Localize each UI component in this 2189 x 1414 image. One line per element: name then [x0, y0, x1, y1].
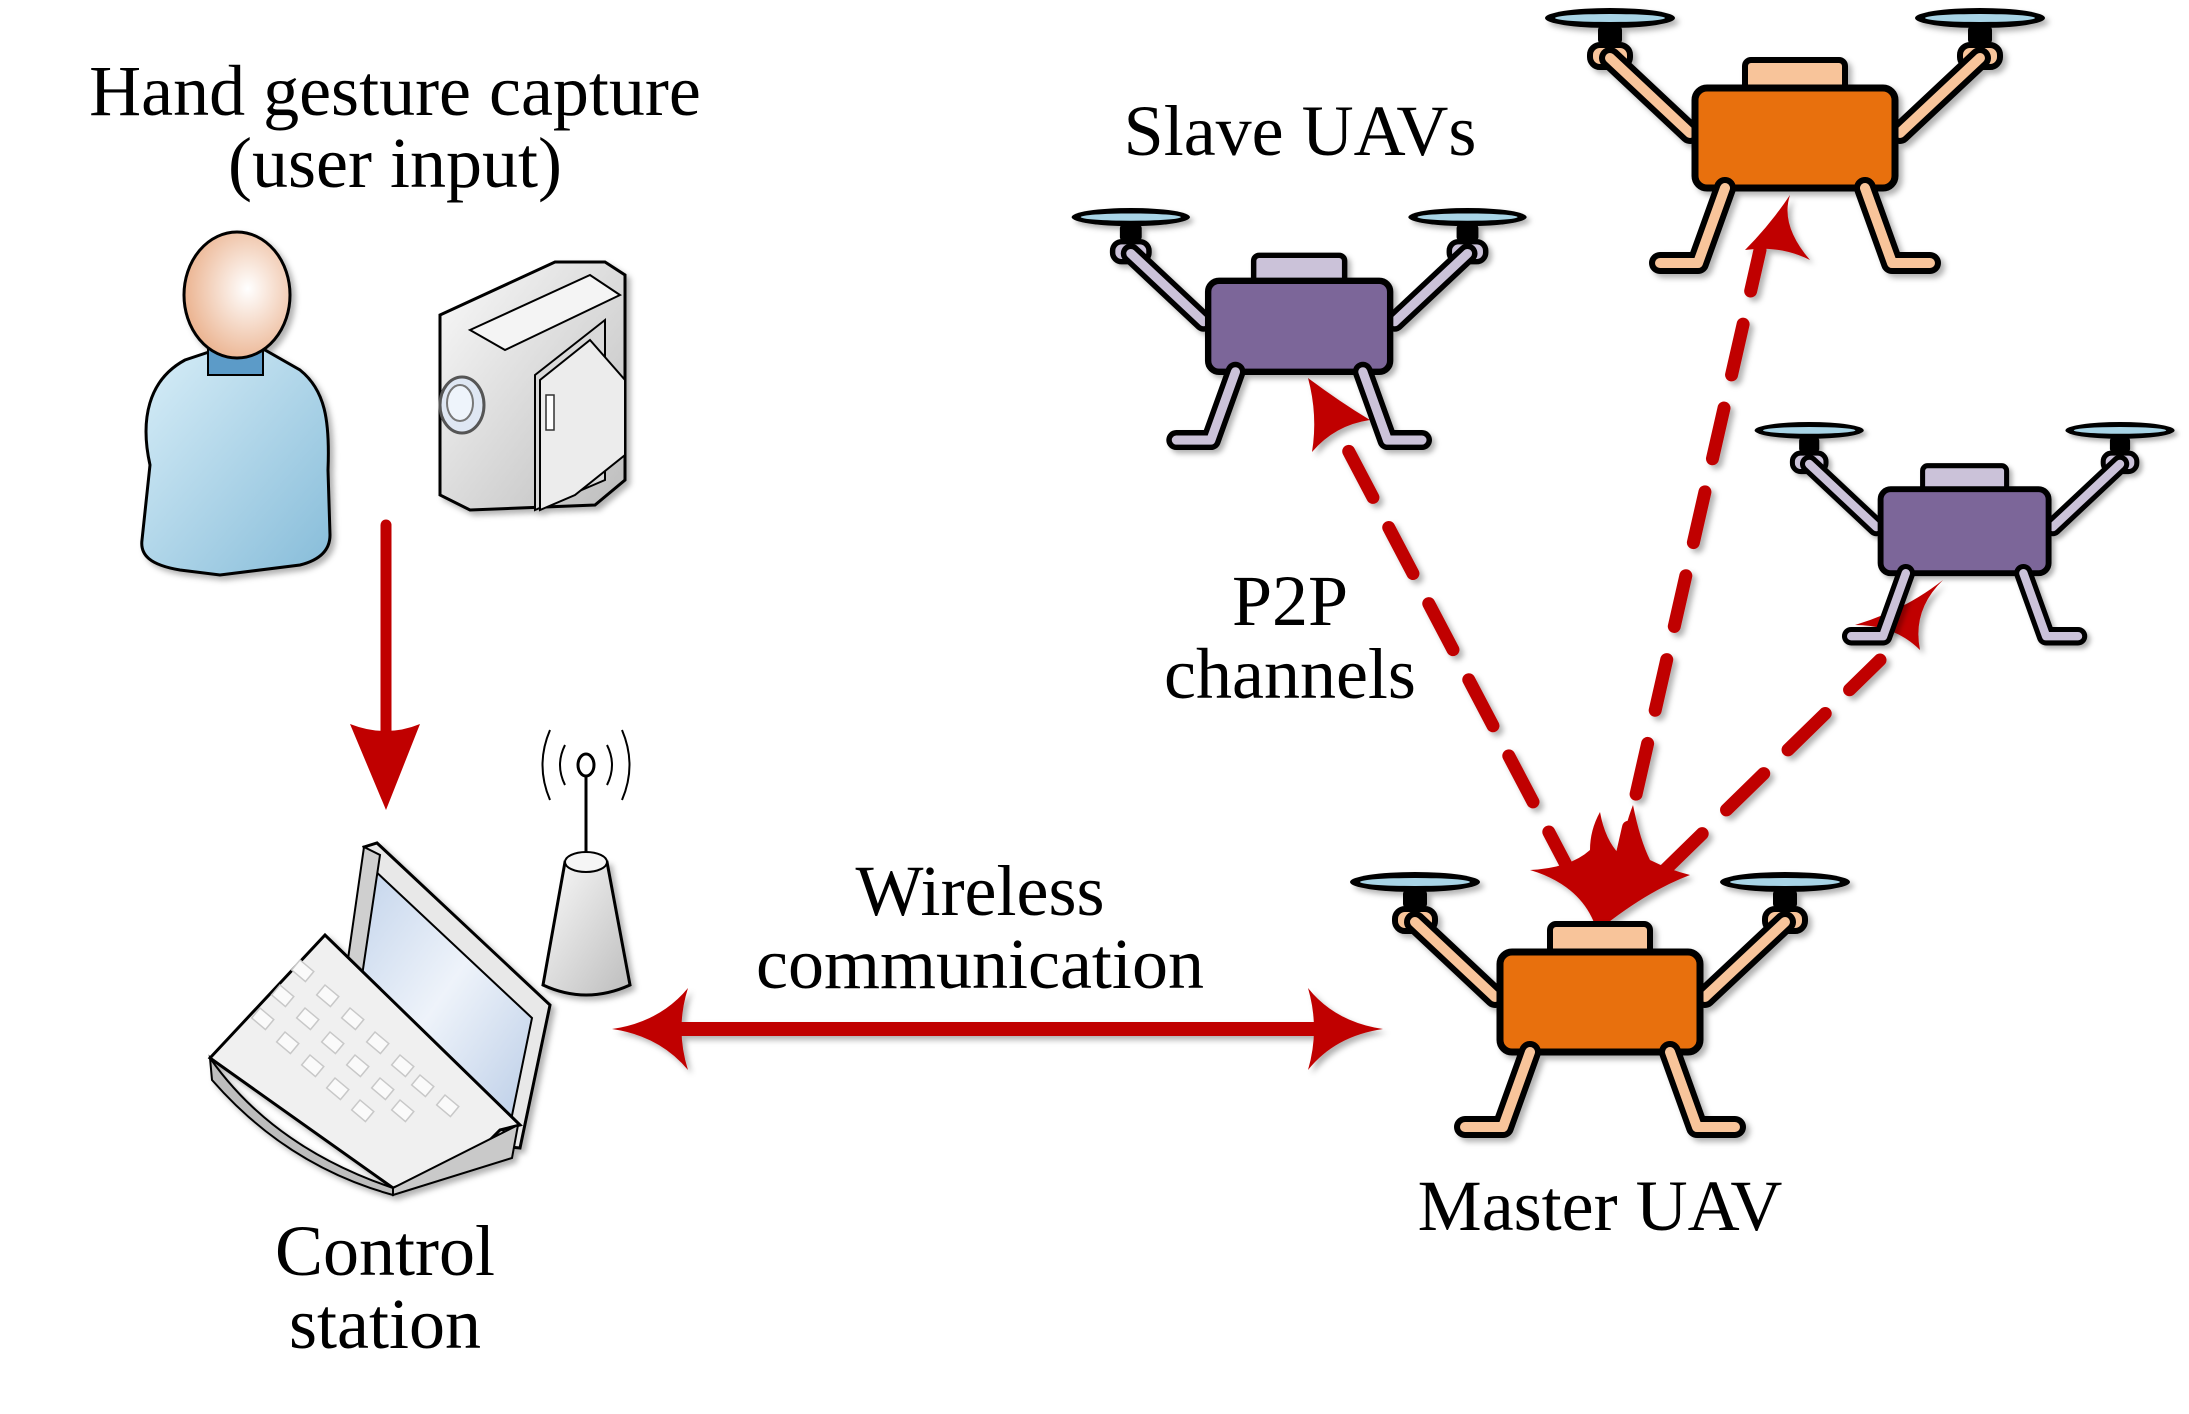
wireless-line-1: Wireless: [855, 851, 1105, 931]
slave-uavs-label: Slave UAVs: [1123, 91, 1477, 171]
p2p-arrow-to-top-uav: [1610, 243, 1767, 885]
hand-gesture-line-1: Hand gesture capture: [89, 51, 701, 131]
drone-icon: [1754, 422, 2175, 646]
hand-gesture-label: Hand gesture capture (user input): [40, 55, 750, 199]
video-camera-icon: [438, 260, 627, 512]
master-uav-label: Master UAV: [1417, 1166, 1783, 1246]
p2p-line-1: P2P: [1231, 561, 1349, 641]
arrow-wireless-bidirectional: [612, 988, 1383, 1070]
p2p-channels-label: P2P channels: [1130, 561, 1450, 715]
control-station-line-1: Control: [274, 1211, 495, 1291]
wireless-communication-label: Wireless communication: [700, 851, 1260, 1005]
wireless-line-2: communication: [756, 924, 1204, 1005]
drone-icon: [1545, 8, 2045, 274]
p2p-line-2: channels: [1164, 634, 1416, 715]
master-drone-icon: [1350, 872, 1850, 1138]
drone-icon: [1071, 208, 1527, 451]
p2p-arrow-to-left-slave: [1341, 443, 1580, 885]
p2p-arrows: [1308, 195, 1943, 925]
person-icon: [140, 230, 332, 577]
antenna-icon: [541, 729, 632, 997]
laptop-icon: [207, 841, 552, 1197]
arrow-user-to-control: [350, 519, 420, 810]
p2p-arrow-to-right-slave: [1658, 653, 1887, 877]
control-station-label: Control station: [220, 1211, 550, 1365]
hand-gesture-line-2: (user input): [228, 123, 562, 203]
control-station-line-2: station: [289, 1284, 481, 1365]
